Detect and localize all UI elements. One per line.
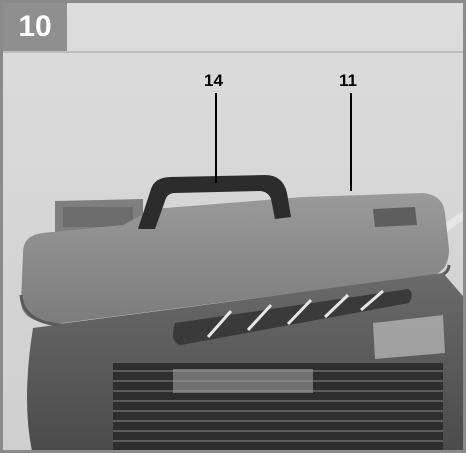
callout-leader-handle (215, 93, 217, 183)
product-photo (3, 3, 463, 450)
carry-handle (138, 175, 291, 229)
figure-number-badge: 10 (3, 3, 67, 51)
vent-strip (173, 289, 412, 345)
vent-slots (206, 289, 384, 338)
grille-lines (113, 370, 443, 442)
callout-label-handle: 14 (204, 71, 223, 90)
callout-label-cover: 11 (339, 71, 357, 90)
callout-leader-cover (350, 93, 352, 191)
logo-plate (373, 207, 417, 227)
top-cover (21, 193, 449, 324)
label-sticker (373, 315, 445, 359)
